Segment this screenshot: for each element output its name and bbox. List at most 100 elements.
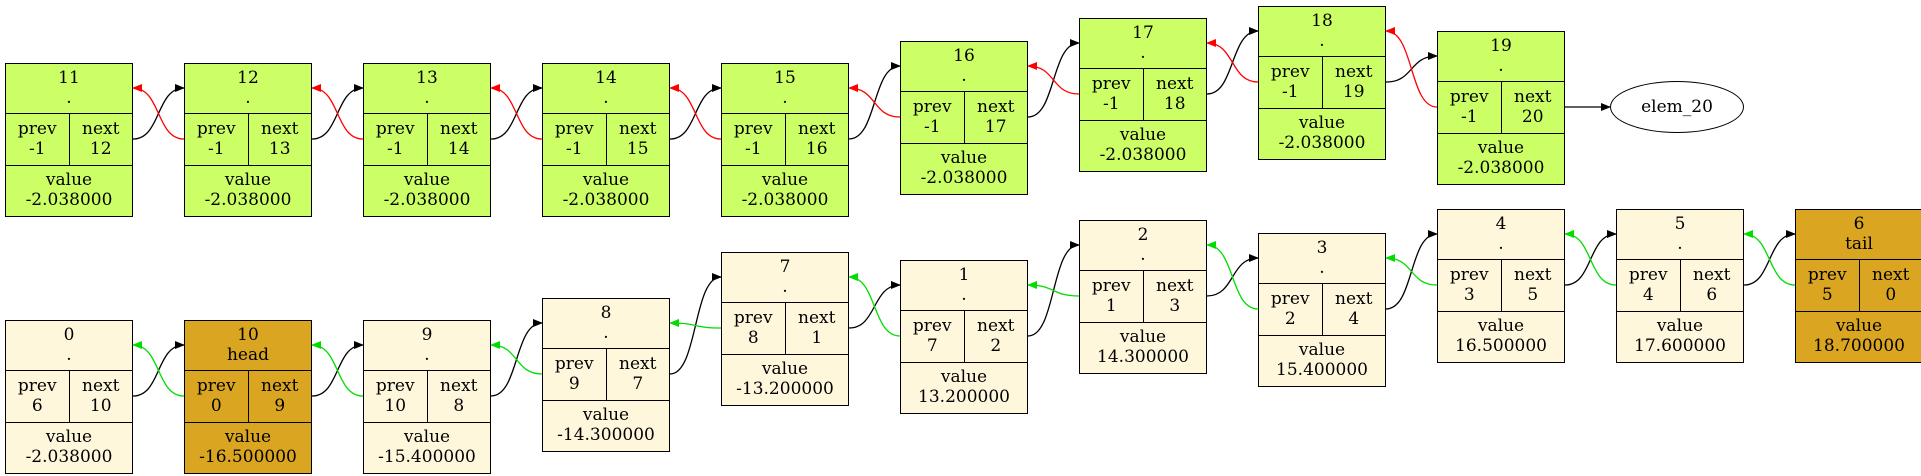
prev-edge (311, 341, 364, 397)
node-label: . (66, 88, 72, 108)
node-label: . (1498, 56, 1504, 76)
prev-value: 0 (210, 396, 222, 416)
prev-label: prev (554, 354, 594, 374)
prev-label: prev (17, 376, 57, 396)
prev-value: -1 (207, 139, 225, 159)
node-id: 8 (600, 303, 612, 323)
value-value: -15.400000 (378, 447, 476, 467)
next-value: 16 (805, 139, 828, 159)
next-label: next (1156, 74, 1194, 94)
terminal-label: elem_20 (1641, 97, 1713, 117)
node-label: tail (1845, 234, 1873, 254)
prev-label: prev (375, 119, 415, 139)
node-id: 12 (237, 68, 259, 88)
next-label: next (261, 119, 299, 139)
next-label: next (1693, 265, 1731, 285)
prev-label: prev (1270, 289, 1310, 309)
node-id: 16 (953, 46, 975, 66)
prev-value: 9 (568, 374, 580, 394)
next-value: 0 (1885, 285, 1897, 305)
value-value: 15.400000 (1276, 360, 1368, 380)
prev-value: -1 (1460, 107, 1478, 127)
value-label: value (582, 170, 630, 190)
prev-value: -1 (744, 139, 762, 159)
prev-label: prev (733, 308, 773, 328)
node-label: . (603, 323, 609, 343)
value-value: -2.038000 (562, 190, 650, 210)
node-id: 0 (63, 325, 75, 345)
next-label: next (440, 376, 478, 396)
value-value: -2.038000 (25, 447, 113, 467)
value-label: value (1656, 316, 1704, 336)
prev-label: prev (196, 376, 236, 396)
prev-label: prev (1449, 265, 1489, 285)
value-label: value (403, 170, 451, 190)
next-value: 5 (1527, 285, 1539, 305)
prev-label: prev (1807, 265, 1847, 285)
next-value: 17 (984, 117, 1007, 137)
value-label: value (761, 170, 809, 190)
next-label: next (261, 376, 299, 396)
prev-label: prev (1628, 265, 1668, 285)
node-label: . (245, 88, 251, 108)
next-value: 3 (1169, 296, 1181, 316)
node-id: 1 (958, 265, 970, 285)
next-label: next (798, 308, 836, 328)
node-id: 7 (779, 257, 791, 277)
value-label: value (224, 427, 272, 447)
node-label: . (1140, 43, 1146, 63)
value-value: 16.500000 (1455, 336, 1547, 356)
value-label: value (940, 367, 988, 387)
node-label: . (1319, 258, 1325, 278)
next-value: 1 (811, 328, 823, 348)
node-label: . (66, 345, 72, 365)
prev-edge (1027, 281, 1080, 297)
prev-value: -1 (386, 139, 404, 159)
prev-label: prev (17, 119, 57, 139)
prev-edge (848, 84, 901, 118)
prev-value: 8 (747, 328, 759, 348)
next-value: 7 (632, 374, 644, 394)
prev-value: -1 (28, 139, 46, 159)
prev-label: prev (912, 97, 952, 117)
value-value: 18.700000 (1813, 336, 1905, 356)
prev-edge (311, 84, 364, 140)
next-label: next (1335, 62, 1373, 82)
next-value: 4 (1348, 309, 1360, 329)
next-label: next (798, 119, 836, 139)
value-label: value (1298, 113, 1346, 133)
prev-label: prev (733, 119, 773, 139)
prev-value: 3 (1463, 285, 1475, 305)
value-value: -2.038000 (1457, 158, 1545, 178)
node-id: 14 (595, 68, 617, 88)
value-label: value (224, 170, 272, 190)
prev-value: -1 (1102, 94, 1120, 114)
prev-label: prev (1449, 87, 1489, 107)
prev-label: prev (912, 316, 952, 336)
prev-edge (1206, 39, 1259, 83)
value-label: value (1119, 125, 1167, 145)
terminal-node-ellipse: elem_20 (1610, 81, 1744, 133)
prev-label: prev (1091, 276, 1131, 296)
prev-edge (1385, 27, 1438, 108)
value-label: value (1477, 138, 1525, 158)
next-value: 6 (1706, 285, 1718, 305)
value-label: value (940, 148, 988, 168)
node-label: . (1677, 234, 1683, 254)
prev-label: prev (375, 376, 415, 396)
node-label: . (782, 88, 788, 108)
prev-edge (490, 84, 543, 140)
value-value: -16.500000 (199, 447, 297, 467)
value-value: 13.200000 (918, 387, 1010, 407)
